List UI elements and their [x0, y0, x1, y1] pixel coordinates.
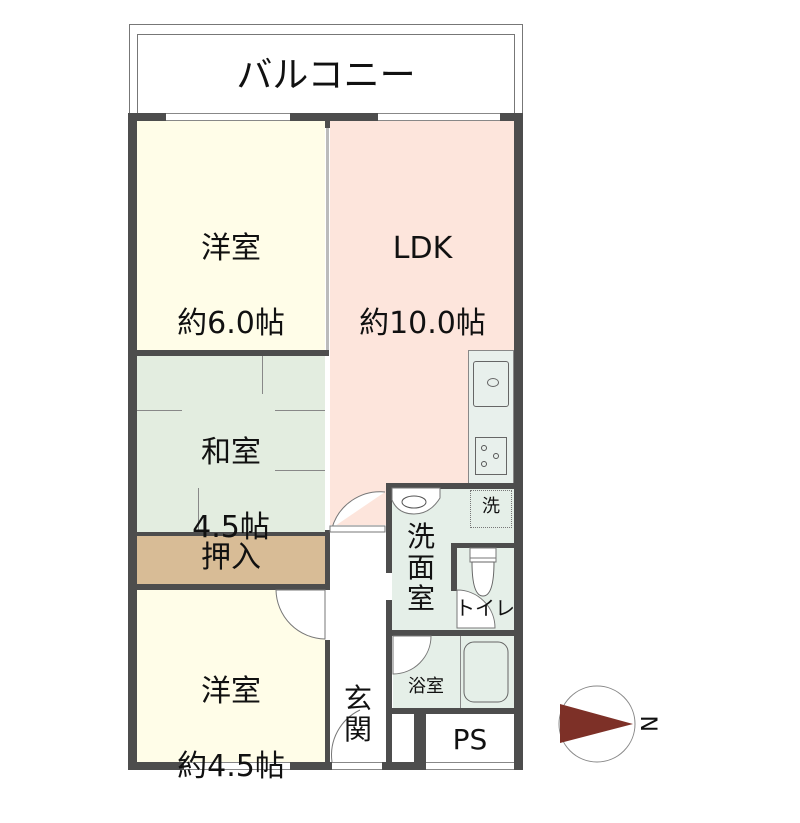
- wall-interior-v: [325, 120, 330, 128]
- wall-toilet-left: [451, 543, 457, 591]
- wall-interior-v2: [325, 530, 330, 590]
- burner-icon: [493, 453, 499, 459]
- wall-left: [128, 113, 137, 770]
- wall-ps-left: [414, 714, 426, 764]
- door-swing-icon: [331, 709, 361, 763]
- wall-divider-1: [137, 350, 329, 356]
- room-name: LDK: [392, 230, 453, 266]
- wall-bath-bottom: [386, 708, 516, 714]
- room-size: 約6.0帖: [177, 305, 285, 341]
- room-name: 洋室: [201, 673, 261, 709]
- tatami-line: [275, 470, 325, 471]
- wall-top-left: [128, 113, 166, 121]
- room-name: 和室: [201, 434, 261, 470]
- tatami-line: [275, 410, 325, 411]
- room-size: 約4.5帖: [177, 748, 285, 784]
- laundry-space: 洗: [470, 490, 512, 528]
- wall-wash-left: [386, 483, 392, 573]
- tatami-line: [198, 488, 199, 532]
- closet-label: 押入: [201, 540, 261, 575]
- toilet-label: トイレ: [455, 596, 515, 620]
- room-size: 約10.0帖: [359, 305, 486, 341]
- entrance: [330, 536, 385, 762]
- door-swing-icon: [392, 635, 432, 675]
- window: [426, 762, 514, 770]
- washbasin-icon: [391, 487, 441, 515]
- wall-divider-3: [137, 584, 329, 590]
- western-room-1-label: 洋室 約6.0帖: [137, 192, 325, 380]
- pipe-space: [426, 714, 514, 762]
- door-threshold: [332, 762, 382, 770]
- closet: [137, 536, 325, 584]
- room-size: 4.5帖: [192, 509, 270, 545]
- laundry-label: 洗: [482, 496, 500, 517]
- room-name: 洋室: [201, 230, 261, 266]
- burner-icon: [481, 445, 487, 451]
- bath-divider: [460, 636, 461, 708]
- stove-icon: [475, 437, 507, 475]
- washroom-label: 洗 面 室: [406, 520, 435, 615]
- wall-interior-v3: [325, 640, 330, 762]
- wall-toilet-top: [451, 543, 515, 548]
- wall-wash-top: [386, 483, 516, 489]
- tatami-line: [137, 410, 182, 411]
- tatami-line: [262, 356, 263, 394]
- entrance-label: 玄 関: [343, 682, 372, 746]
- window: [378, 113, 500, 121]
- compass-icon: [558, 685, 636, 763]
- pipe-space-label: PS: [452, 723, 488, 756]
- window: [184, 762, 290, 770]
- window: [166, 113, 290, 121]
- japanese-room-label: 和室 4.5帖: [137, 396, 325, 584]
- toilet-icon: [469, 547, 497, 597]
- western-room-6-0: [137, 120, 325, 350]
- balcony-outline: [129, 24, 523, 118]
- wall-bottom-far: [514, 762, 523, 770]
- wall-bottom-left: [128, 762, 184, 770]
- western-room-2-label: 洋室 約4.5帖: [137, 635, 325, 823]
- door-swing-icon: [329, 491, 386, 533]
- wall-bottom-mid: [290, 762, 332, 770]
- sink-drain-icon: [487, 378, 499, 387]
- wall-top-mid: [290, 113, 378, 121]
- wall-wash-left2: [386, 600, 392, 770]
- door-swing-icon: [275, 589, 326, 640]
- wall-bottom-right: [382, 762, 426, 770]
- ldk-label: LDK 約10.0帖: [330, 192, 515, 380]
- compass-north-label: N: [634, 715, 660, 732]
- balcony-label: バルコニー: [236, 55, 416, 96]
- wall-bath-top: [386, 630, 516, 636]
- door-swing-icon: [456, 589, 496, 629]
- japanese-room: [137, 356, 325, 532]
- sliding-door-track: [326, 128, 329, 350]
- wall-divider-2: [137, 532, 329, 536]
- wall-right: [514, 113, 523, 770]
- bathtub-icon: [463, 641, 509, 703]
- sink-icon: [473, 361, 509, 407]
- wall-top-right: [500, 113, 523, 121]
- balcony: バルコニー: [137, 34, 515, 118]
- bathroom-label: 浴室: [408, 676, 444, 697]
- burner-icon: [481, 461, 487, 467]
